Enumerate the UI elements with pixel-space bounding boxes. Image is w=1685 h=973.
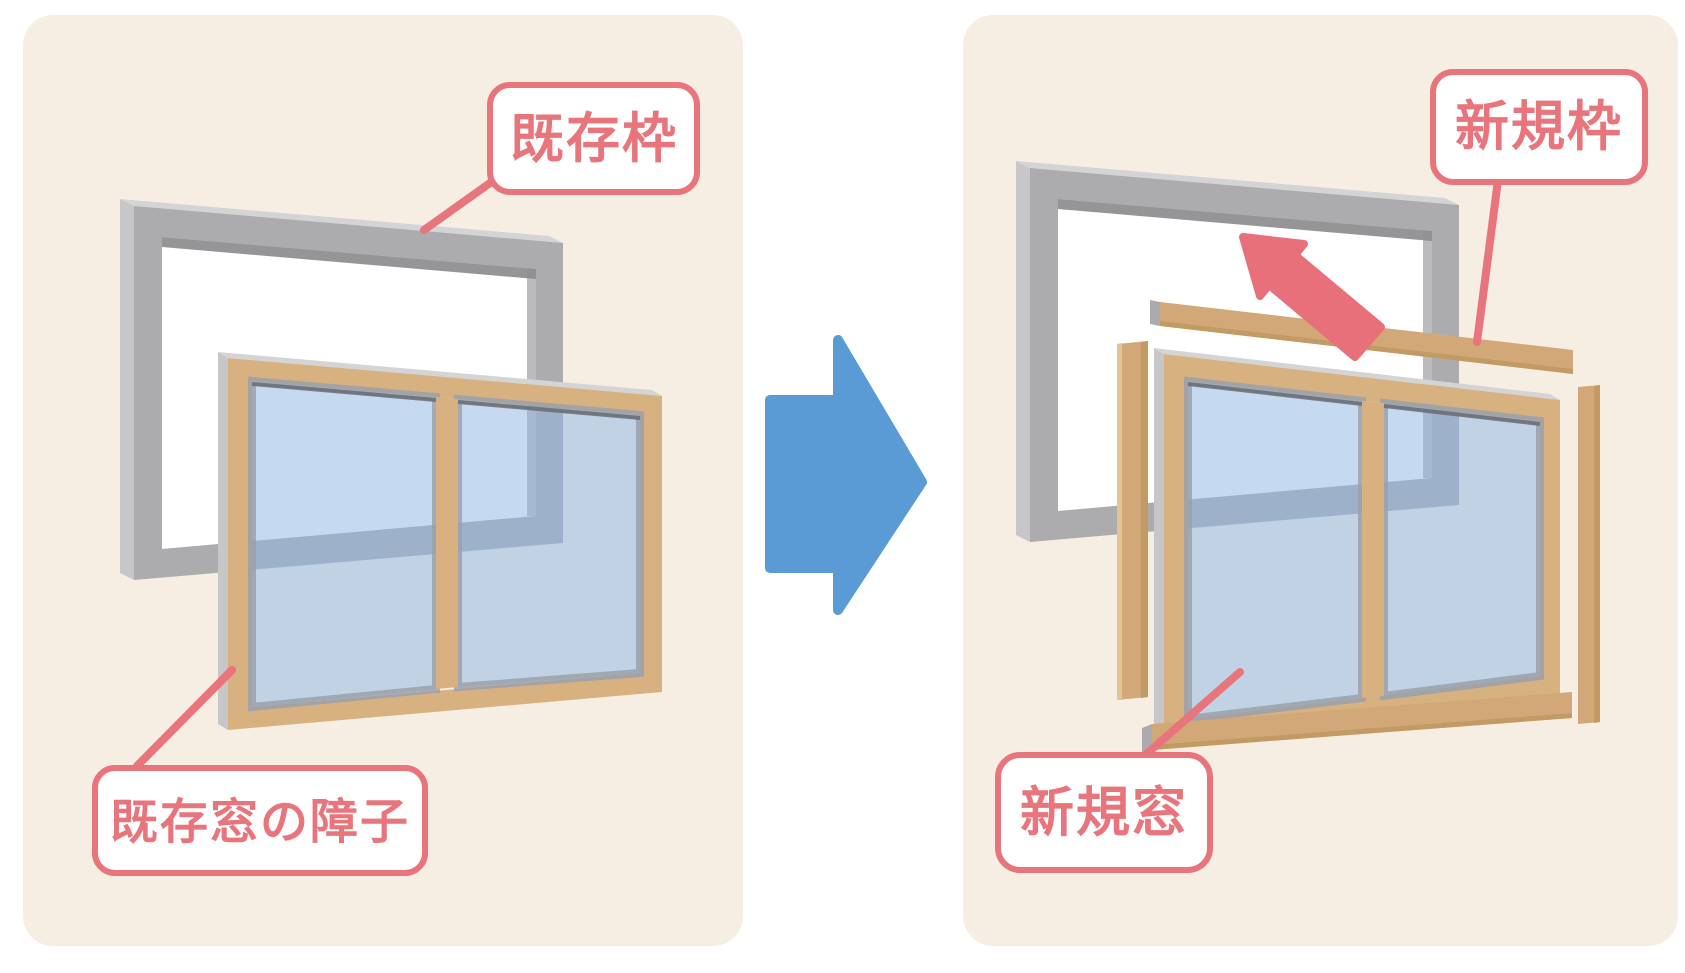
label-text-new-frame: 新規枠 xyxy=(1455,95,1623,158)
existing-sash-depth-top xyxy=(218,352,662,396)
new-frame-bottom-bar xyxy=(1152,692,1572,750)
label-box-existing-frame xyxy=(487,82,700,195)
leader-existing-frame xyxy=(420,174,501,234)
leader-new-window xyxy=(1138,668,1244,762)
label-box-existing-sash xyxy=(92,765,428,876)
label-box-new-frame xyxy=(1430,69,1648,185)
existing-sash-mullion xyxy=(436,397,458,689)
existing-frame-depth-left xyxy=(120,199,134,580)
panel-after: 新規枠 新規窓 xyxy=(963,15,1678,946)
panel-before: 既存枠 既存窓の障子 xyxy=(23,15,743,946)
new-frame-left-bar xyxy=(1117,341,1148,700)
existing-sash-frame xyxy=(228,358,662,730)
existing-sash-glass-left xyxy=(248,376,440,712)
new-window-mullion xyxy=(1362,401,1384,698)
label-existing-frame: 既存枠 xyxy=(420,82,700,234)
existing-frame-depth-top xyxy=(1016,161,1459,205)
label-text-new-window: 新規窓 xyxy=(1020,781,1188,844)
up-left-arrow-icon xyxy=(1239,233,1385,361)
new-window xyxy=(1154,348,1560,746)
glass-top-edge xyxy=(457,400,641,420)
leader-new-frame xyxy=(1473,176,1502,346)
new-window-glass-right xyxy=(1380,398,1544,701)
existing-frame-depth-top xyxy=(120,199,563,243)
new-frame-right-bar-edge xyxy=(1594,385,1600,723)
new-window-glass-left xyxy=(1184,376,1366,724)
existing-sash-glass-right xyxy=(454,394,644,692)
existing-frame-depth-left xyxy=(1016,161,1030,542)
label-new-window: 新規窓 xyxy=(995,668,1244,873)
new-frame-left-bar-edge xyxy=(1141,341,1148,698)
new-frame-bottom-bar-edge xyxy=(1152,713,1572,750)
existing-frame-inner-shadow xyxy=(1058,199,1432,241)
new-frame-top-bar-cap xyxy=(1150,300,1160,326)
label-text-existing-sash: 既存窓の障子 xyxy=(110,794,410,850)
glass-top-edge xyxy=(1383,404,1541,426)
existing-frame-inner-shadow xyxy=(162,237,536,279)
leader-existing-sash xyxy=(133,666,236,770)
label-text-existing-frame: 既存枠 xyxy=(510,107,678,170)
new-window-depth-left xyxy=(1154,348,1164,746)
existing-sash-depth-left xyxy=(218,352,228,730)
label-existing-sash: 既存窓の障子 xyxy=(92,666,428,876)
new-window-depth-top xyxy=(1154,348,1560,400)
existing-sash-window xyxy=(218,352,662,730)
glass-top-edge xyxy=(251,382,437,402)
label-new-frame: 新規枠 xyxy=(1430,69,1648,346)
glass-top-edge xyxy=(1187,382,1363,406)
new-frame-left-bar-highlight xyxy=(1117,343,1122,700)
right-arrow-icon xyxy=(765,335,927,615)
label-box-new-window xyxy=(995,752,1213,873)
